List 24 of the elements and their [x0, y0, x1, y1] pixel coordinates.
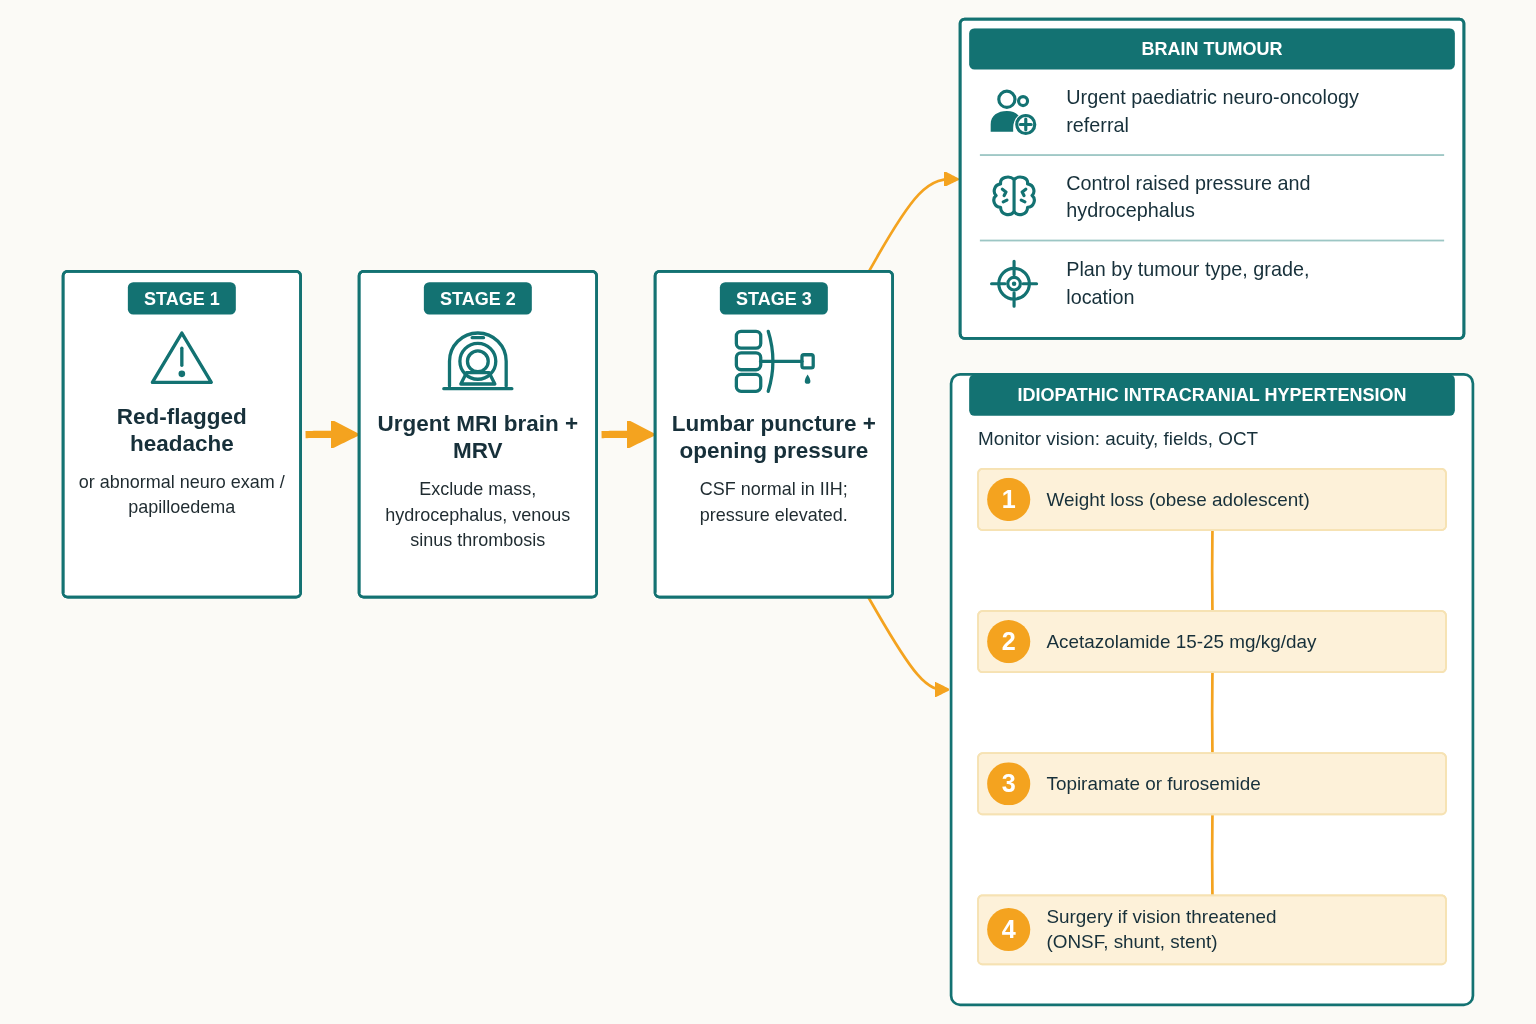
- panel-header: IDIOPATHIC INTRACRANIAL HYPERTENSION: [969, 374, 1455, 416]
- connector-line: [1210, 530, 1214, 612]
- treatment-step: Topiramate or furosemide: [1046, 771, 1261, 797]
- step-description: Exclude mass, hydrocephalus, venous sinus thrombosis: [384, 478, 572, 552]
- step-title: Urgent MRI brain + MRV: [376, 409, 580, 464]
- monitoring-note: Monitor vision: acuity, fields, OCT: [977, 427, 1260, 452]
- action-text: Control raised pressure and hydrocephalus: [1066, 170, 1312, 224]
- step-description: CSF normal in IIH; pressure elevated.: [698, 478, 849, 527]
- arrow: [599, 419, 656, 450]
- panel-header: BRAIN TUMOUR: [969, 28, 1455, 70]
- arrow: [303, 419, 360, 450]
- step-title: Lumbar puncture + opening pressure: [670, 409, 877, 464]
- treatment-step: Acetazolamide 15-25 mg/kg/day: [1046, 628, 1317, 655]
- action-text: Urgent paediatric neuro-oncology referral: [1066, 84, 1360, 138]
- stage-tag: STAGE 1: [127, 282, 236, 315]
- treatment-step: Surgery if vision threatened (ONSF, shunt, stent): [1046, 904, 1317, 956]
- treatment-step: Weight loss (obese adolescent): [1046, 486, 1310, 513]
- connector-line: [1210, 672, 1214, 754]
- action-text: Plan by tumour type, grade, location: [1066, 256, 1311, 310]
- step-description: or abnormal neuro exam / papilloedema: [77, 471, 286, 519]
- step-title: Red-flagged headache: [115, 402, 248, 457]
- stage-tag: STAGE 3: [719, 282, 828, 315]
- connector-line: [1210, 814, 1214, 896]
- stage-tag: STAGE 2: [423, 282, 532, 315]
